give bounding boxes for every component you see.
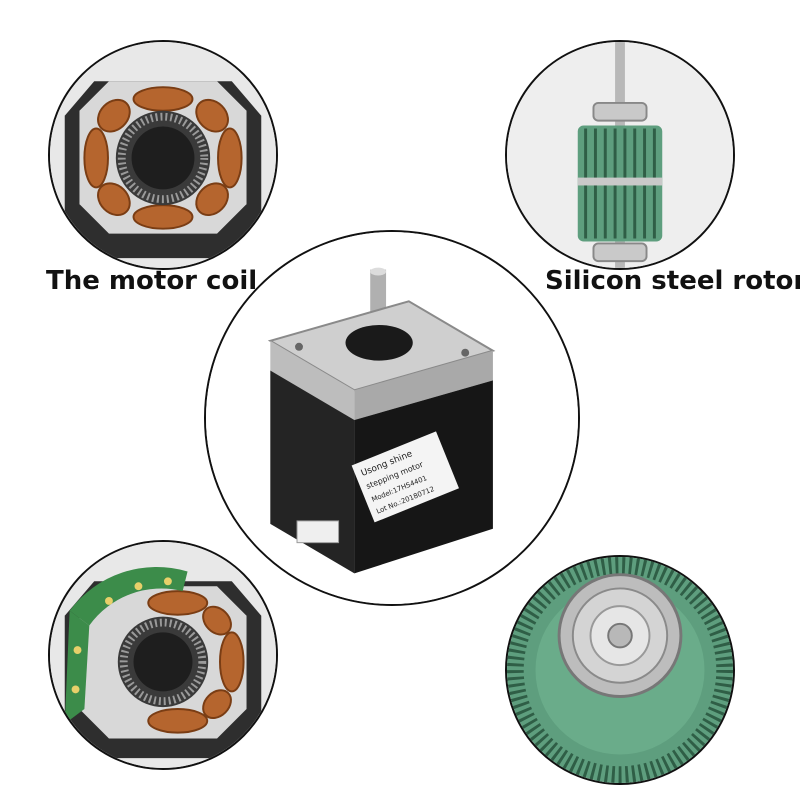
rotor-bearing-image bbox=[505, 555, 735, 785]
stepper-motor-image: Usong shine stepping motor Model:17HS440… bbox=[204, 230, 580, 606]
silicon-steel-rotor-label: Silicon steel rotor bbox=[545, 266, 800, 296]
silicon-steel-rotor-image bbox=[505, 40, 735, 270]
motor-coil-image bbox=[48, 40, 278, 270]
motor-coil-pcb-image bbox=[48, 540, 278, 770]
motor-coil-label: The motor coil bbox=[46, 266, 258, 296]
